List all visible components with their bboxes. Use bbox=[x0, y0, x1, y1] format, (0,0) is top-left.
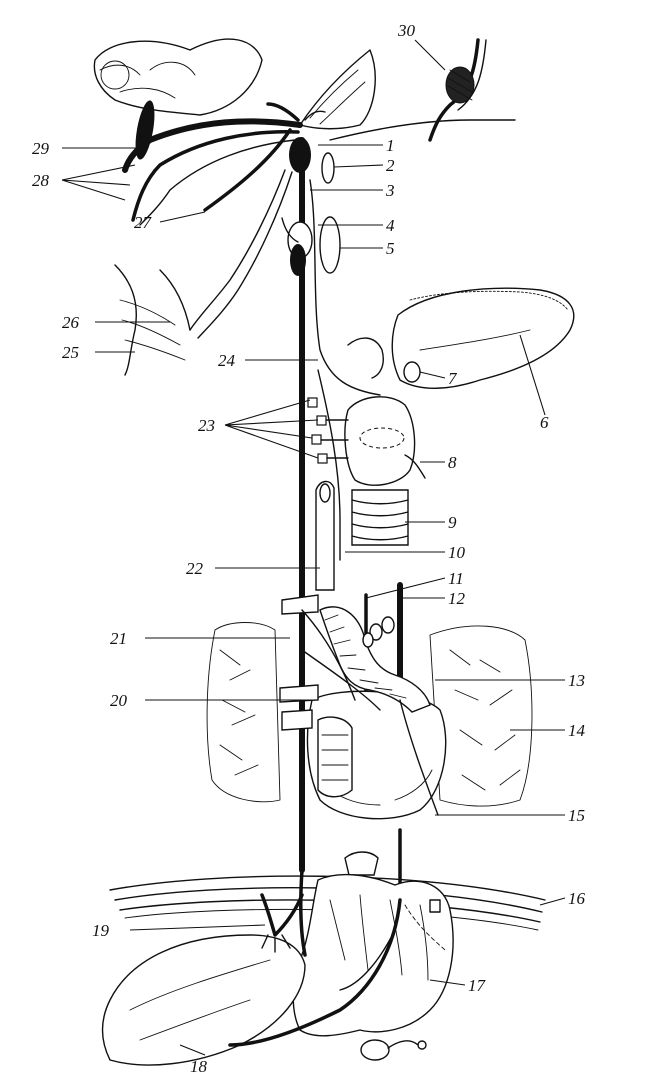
vessels-20-21 bbox=[279, 594, 353, 798]
label-14: 14 bbox=[568, 721, 586, 740]
branches-23 bbox=[307, 397, 349, 464]
ganglia bbox=[281, 137, 341, 276]
label-4: 4 bbox=[386, 216, 395, 235]
structure-30 bbox=[428, 38, 487, 142]
trachea-9 bbox=[351, 489, 409, 546]
label-30: 30 bbox=[397, 21, 416, 40]
label-26: 26 bbox=[62, 313, 80, 332]
label-24: 24 bbox=[218, 351, 236, 370]
label-6: 6 bbox=[540, 413, 549, 432]
label-18: 18 bbox=[190, 1057, 208, 1076]
skull-base bbox=[93, 38, 516, 141]
label-29: 29 bbox=[32, 139, 50, 158]
label-11: 11 bbox=[448, 569, 464, 588]
stomach-17 bbox=[292, 873, 454, 1061]
leader-lines bbox=[61, 39, 566, 1056]
label-16: 16 bbox=[568, 889, 586, 908]
label-19: 19 bbox=[92, 921, 110, 940]
label-5: 5 bbox=[386, 239, 395, 258]
vessel-22 bbox=[315, 480, 335, 591]
aorta-13 bbox=[319, 606, 431, 713]
label-9: 9 bbox=[448, 513, 457, 532]
left-head-nerves bbox=[114, 100, 303, 376]
label-27: 27 bbox=[134, 213, 153, 232]
label-1: 1 bbox=[386, 136, 395, 155]
label-25: 25 bbox=[62, 343, 79, 362]
label-7: 7 bbox=[448, 369, 458, 388]
label-28: 28 bbox=[32, 171, 50, 190]
lungs-14 bbox=[206, 622, 533, 807]
label-8: 8 bbox=[448, 453, 457, 472]
label-13: 13 bbox=[568, 671, 585, 690]
plexus-19 bbox=[260, 893, 304, 953]
label-20: 20 bbox=[110, 691, 128, 710]
abdominal-branches bbox=[228, 868, 402, 1047]
label-10: 10 bbox=[448, 543, 466, 562]
larynx-8 bbox=[344, 396, 426, 486]
label-15: 15 bbox=[568, 806, 585, 825]
label-21: 21 bbox=[110, 629, 127, 648]
tongue-6 bbox=[347, 287, 575, 389]
labels: 1 2 3 4 5 6 7 8 9 10 11 12 13 14 15 16 1… bbox=[32, 21, 586, 1076]
label-12: 12 bbox=[448, 589, 466, 608]
label-22: 22 bbox=[186, 559, 204, 578]
cardiac-branches bbox=[301, 609, 439, 816]
label-2: 2 bbox=[386, 156, 395, 175]
label-3: 3 bbox=[385, 181, 395, 200]
liver-18 bbox=[101, 934, 306, 1066]
label-23: 23 bbox=[198, 416, 215, 435]
label-17: 17 bbox=[468, 976, 487, 995]
